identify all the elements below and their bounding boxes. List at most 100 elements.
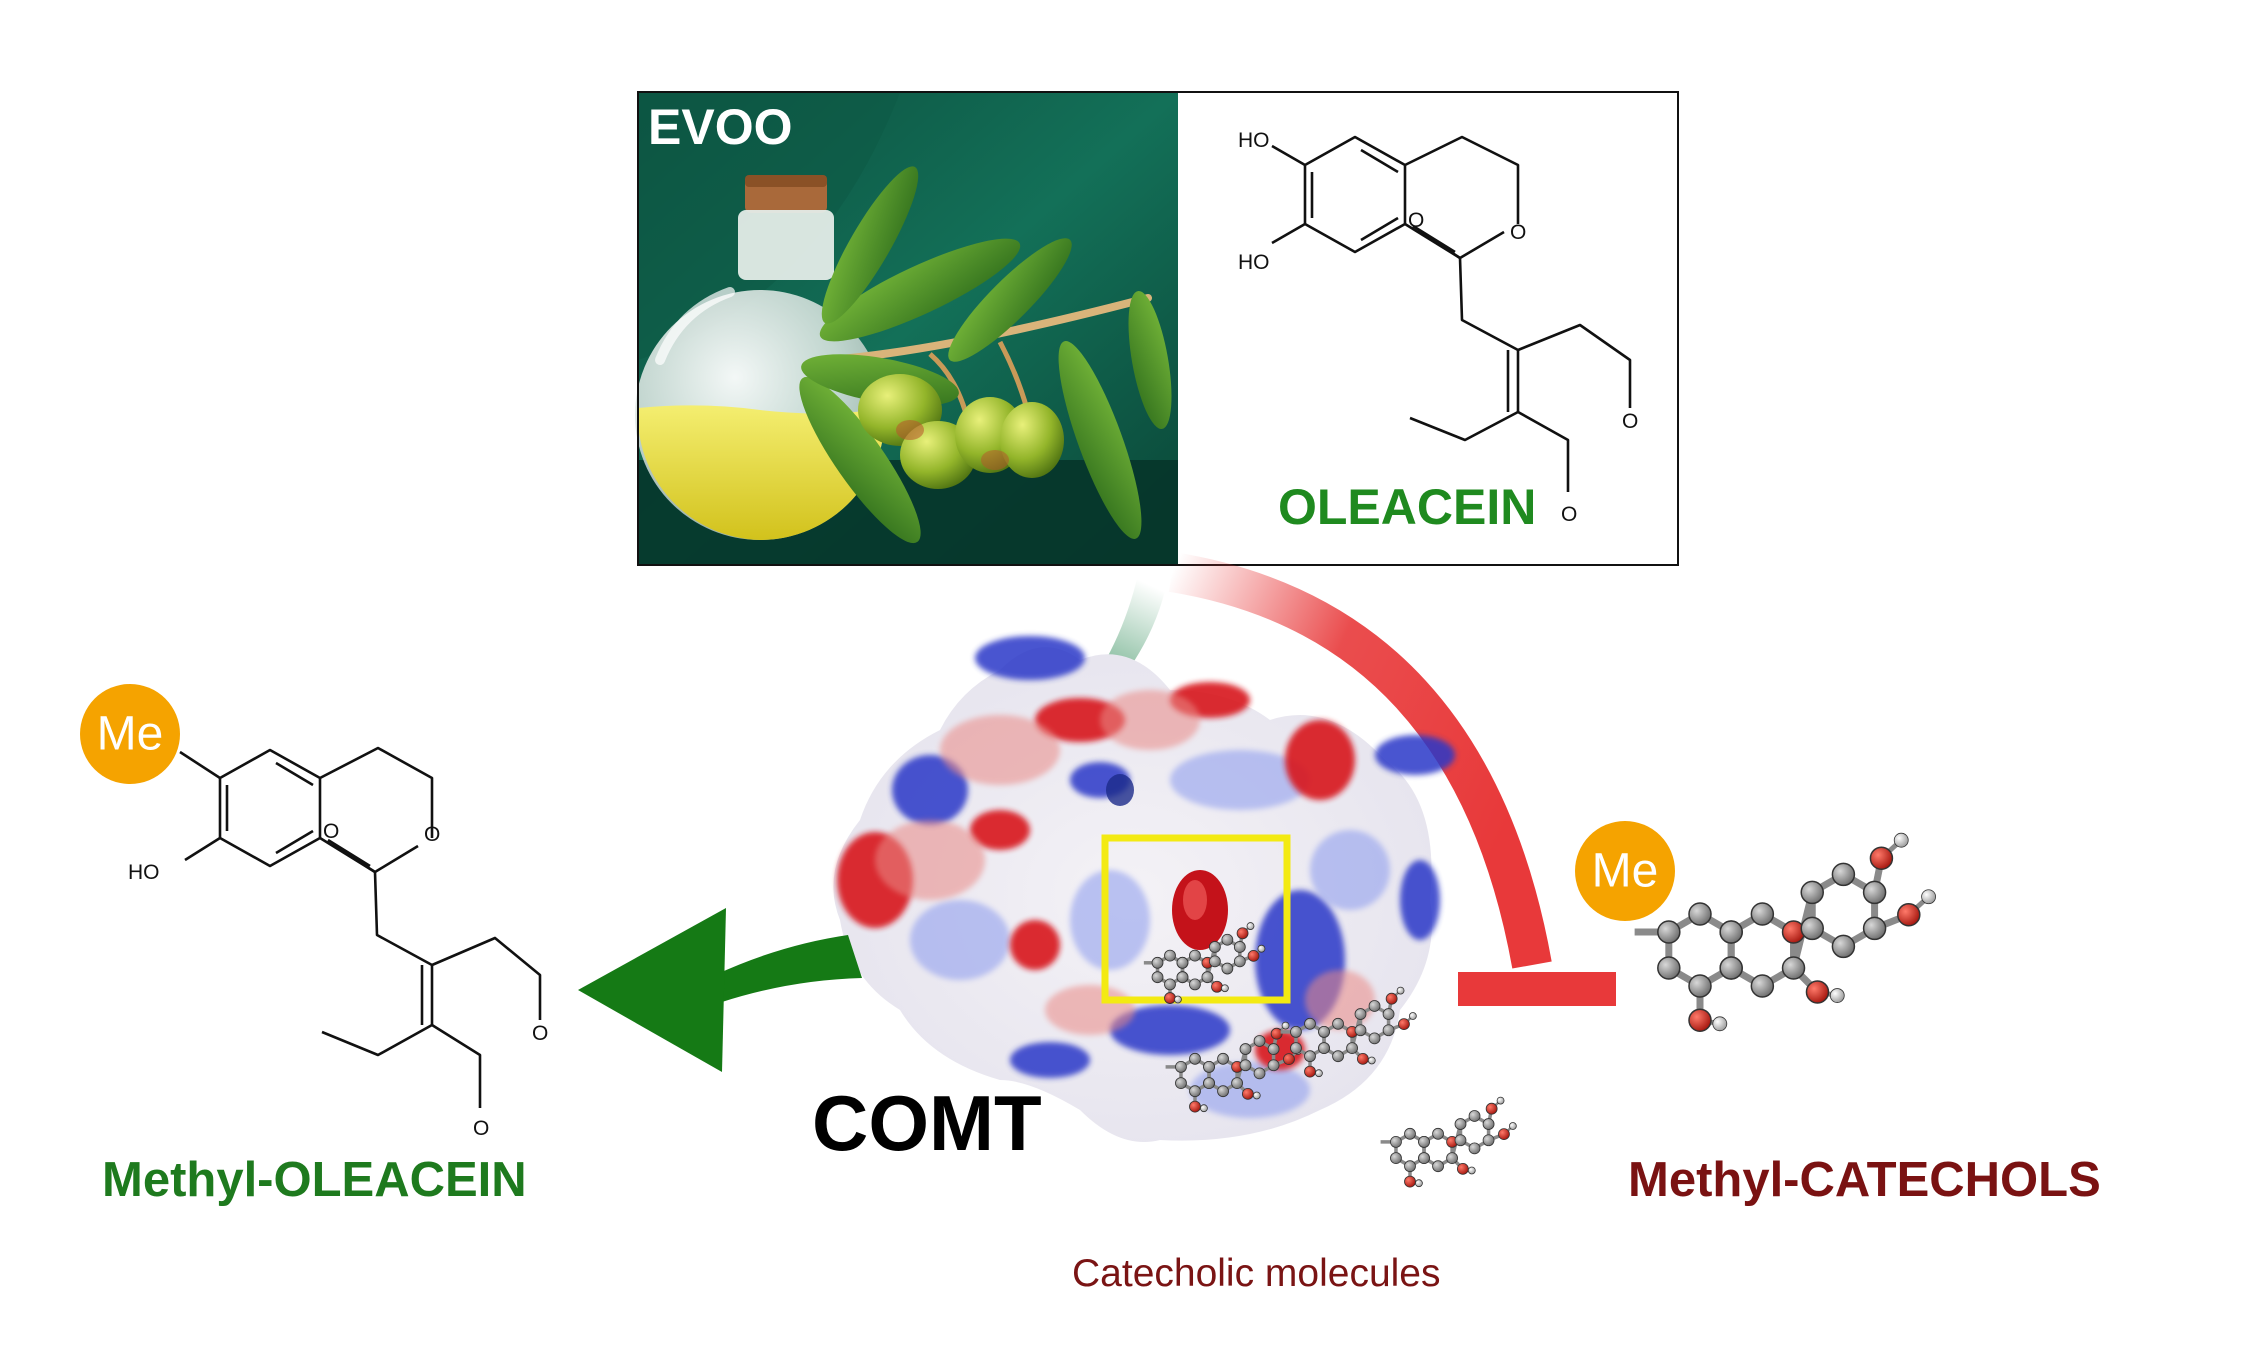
carbon-atom	[1175, 1061, 1187, 1073]
oxygen-atom	[1304, 1065, 1316, 1078]
carbon-atom	[1432, 1127, 1444, 1140]
oleacein-label: OLEACEIN	[1278, 479, 1537, 535]
carbon-atom	[1454, 1118, 1467, 1130]
carbon-atom	[1354, 1024, 1367, 1037]
hydrogen-atom	[1408, 1012, 1417, 1020]
atom-label-o-carbonyl-left: O	[323, 820, 339, 843]
carbon-atom	[1189, 949, 1201, 962]
carbon-atom	[1418, 1136, 1430, 1148]
carbon-atom	[1176, 971, 1189, 984]
methyl-badge-right	[1575, 821, 1675, 921]
hydrogen-atom	[1496, 1096, 1505, 1105]
oxygen-atom	[1805, 980, 1830, 1004]
oxygen-atom	[1247, 949, 1260, 962]
carbon-atom	[1201, 971, 1214, 984]
carbon-atom	[1657, 920, 1681, 944]
carbon-atom	[1304, 1050, 1316, 1063]
oxygen-atom	[1270, 1027, 1283, 1040]
carbon-atom	[1318, 1026, 1330, 1038]
hydrogen-atom	[1396, 986, 1405, 995]
atom-label-o-ring-left: O	[424, 823, 440, 846]
carbon-atom	[1151, 971, 1164, 984]
carbon-atom	[1239, 1043, 1252, 1055]
hydrogen-atom	[1257, 944, 1266, 953]
carbon-atom	[1482, 1134, 1495, 1147]
carbon-atom	[1189, 978, 1201, 991]
atom-label-o-aldehyde-left-1: O	[532, 1022, 548, 1045]
oxygen-atom	[1241, 1087, 1254, 1100]
carbon-atom	[1719, 956, 1743, 980]
carbon-atom	[1432, 1160, 1444, 1173]
hydrogen-atom	[1921, 889, 1936, 905]
carbon-atom	[1446, 1152, 1458, 1164]
oxygen-atom	[1897, 902, 1921, 927]
catecholic-molecules	[1143, 832, 1936, 1188]
carbon-atom	[1404, 1160, 1416, 1173]
atom-label-o-ring: O	[1510, 221, 1526, 244]
oxygen-atom	[1283, 1053, 1295, 1066]
carbon-atom	[1382, 1008, 1395, 1020]
oxygen-atom	[1385, 992, 1398, 1005]
carbon-atom	[1468, 1142, 1481, 1155]
methyl-badge-left-label: Me	[97, 708, 164, 761]
carbon-atom	[1332, 1050, 1344, 1063]
oxygen-atom	[1498, 1128, 1510, 1141]
carbon-atom	[1203, 1077, 1215, 1089]
carbon-atom	[1217, 1052, 1229, 1065]
methyl-badge-right-label: Me	[1592, 845, 1659, 898]
carbon-atom	[1233, 941, 1246, 953]
catecholic-molecules-label: Catecholic molecules	[1072, 1252, 1441, 1295]
carbon-atom	[1831, 862, 1856, 887]
carbon-atom	[1233, 955, 1246, 968]
atom-label-o-aldehyde-2: O	[1561, 503, 1577, 526]
carbon-atom	[1164, 978, 1176, 991]
carbon-atom	[1217, 1085, 1229, 1098]
carbon-atom	[1862, 916, 1887, 941]
carbon-atom	[1221, 933, 1234, 946]
hydrogen-atom	[1246, 922, 1255, 930]
carbon-atom	[1390, 1136, 1402, 1148]
carbon-atom	[1290, 1026, 1302, 1038]
oxygen-atom	[1189, 1100, 1201, 1113]
evoo-illustration	[635, 92, 1178, 565]
hydrogen-atom	[1467, 1166, 1476, 1175]
carbon-atom	[1688, 902, 1712, 926]
carbon-atom	[1688, 974, 1712, 998]
carbon-atom	[1354, 1008, 1367, 1020]
carbon-atom	[1418, 1152, 1430, 1164]
oxygen-atom	[1356, 1052, 1369, 1065]
carbon-atom	[1189, 1085, 1201, 1098]
carbon-atom	[1290, 1042, 1302, 1054]
carbon-atom	[1482, 1118, 1495, 1130]
atom-label-o-carbonyl: O	[1408, 209, 1424, 232]
carbon-atom	[1231, 1077, 1243, 1089]
comt-label: COMT	[812, 1079, 1042, 1167]
carbon-atom	[1253, 1067, 1266, 1080]
hydrogen-atom	[1252, 1091, 1261, 1100]
carbon-atom	[1368, 1000, 1381, 1012]
carbon-atom	[1203, 1061, 1215, 1073]
carbon-atom	[1781, 956, 1806, 980]
carbon-atom	[1318, 1042, 1330, 1054]
carbon-atom	[1175, 1077, 1187, 1089]
carbon-atom	[1831, 934, 1856, 959]
methyl-oleacein-structure	[179, 746, 542, 1108]
hydrogen-atom	[1829, 988, 1845, 1003]
carbon-atom	[1800, 916, 1824, 941]
atom-label-o-aldehyde-1: O	[1622, 410, 1638, 433]
carbon-atom	[1176, 956, 1189, 969]
oxygen-atom	[1869, 846, 1894, 870]
carbon-atom	[1267, 1059, 1280, 1072]
carbon-atom	[1164, 949, 1176, 962]
atom-label-ho-1: HO	[1238, 129, 1270, 152]
carbon-atom	[1208, 941, 1221, 953]
olives	[858, 374, 1064, 489]
hydrogen-atom	[1221, 984, 1229, 993]
oleacein-structure-panel	[1178, 92, 1678, 565]
hydrogen-atom	[1508, 1122, 1517, 1130]
hydrogen-atom	[1712, 1016, 1728, 1032]
carbon-atom	[1862, 880, 1887, 905]
atom-label-o-aldehyde-left-2: O	[473, 1117, 489, 1140]
oxygen-atom	[1398, 1018, 1410, 1031]
carbon-atom	[1151, 956, 1164, 969]
